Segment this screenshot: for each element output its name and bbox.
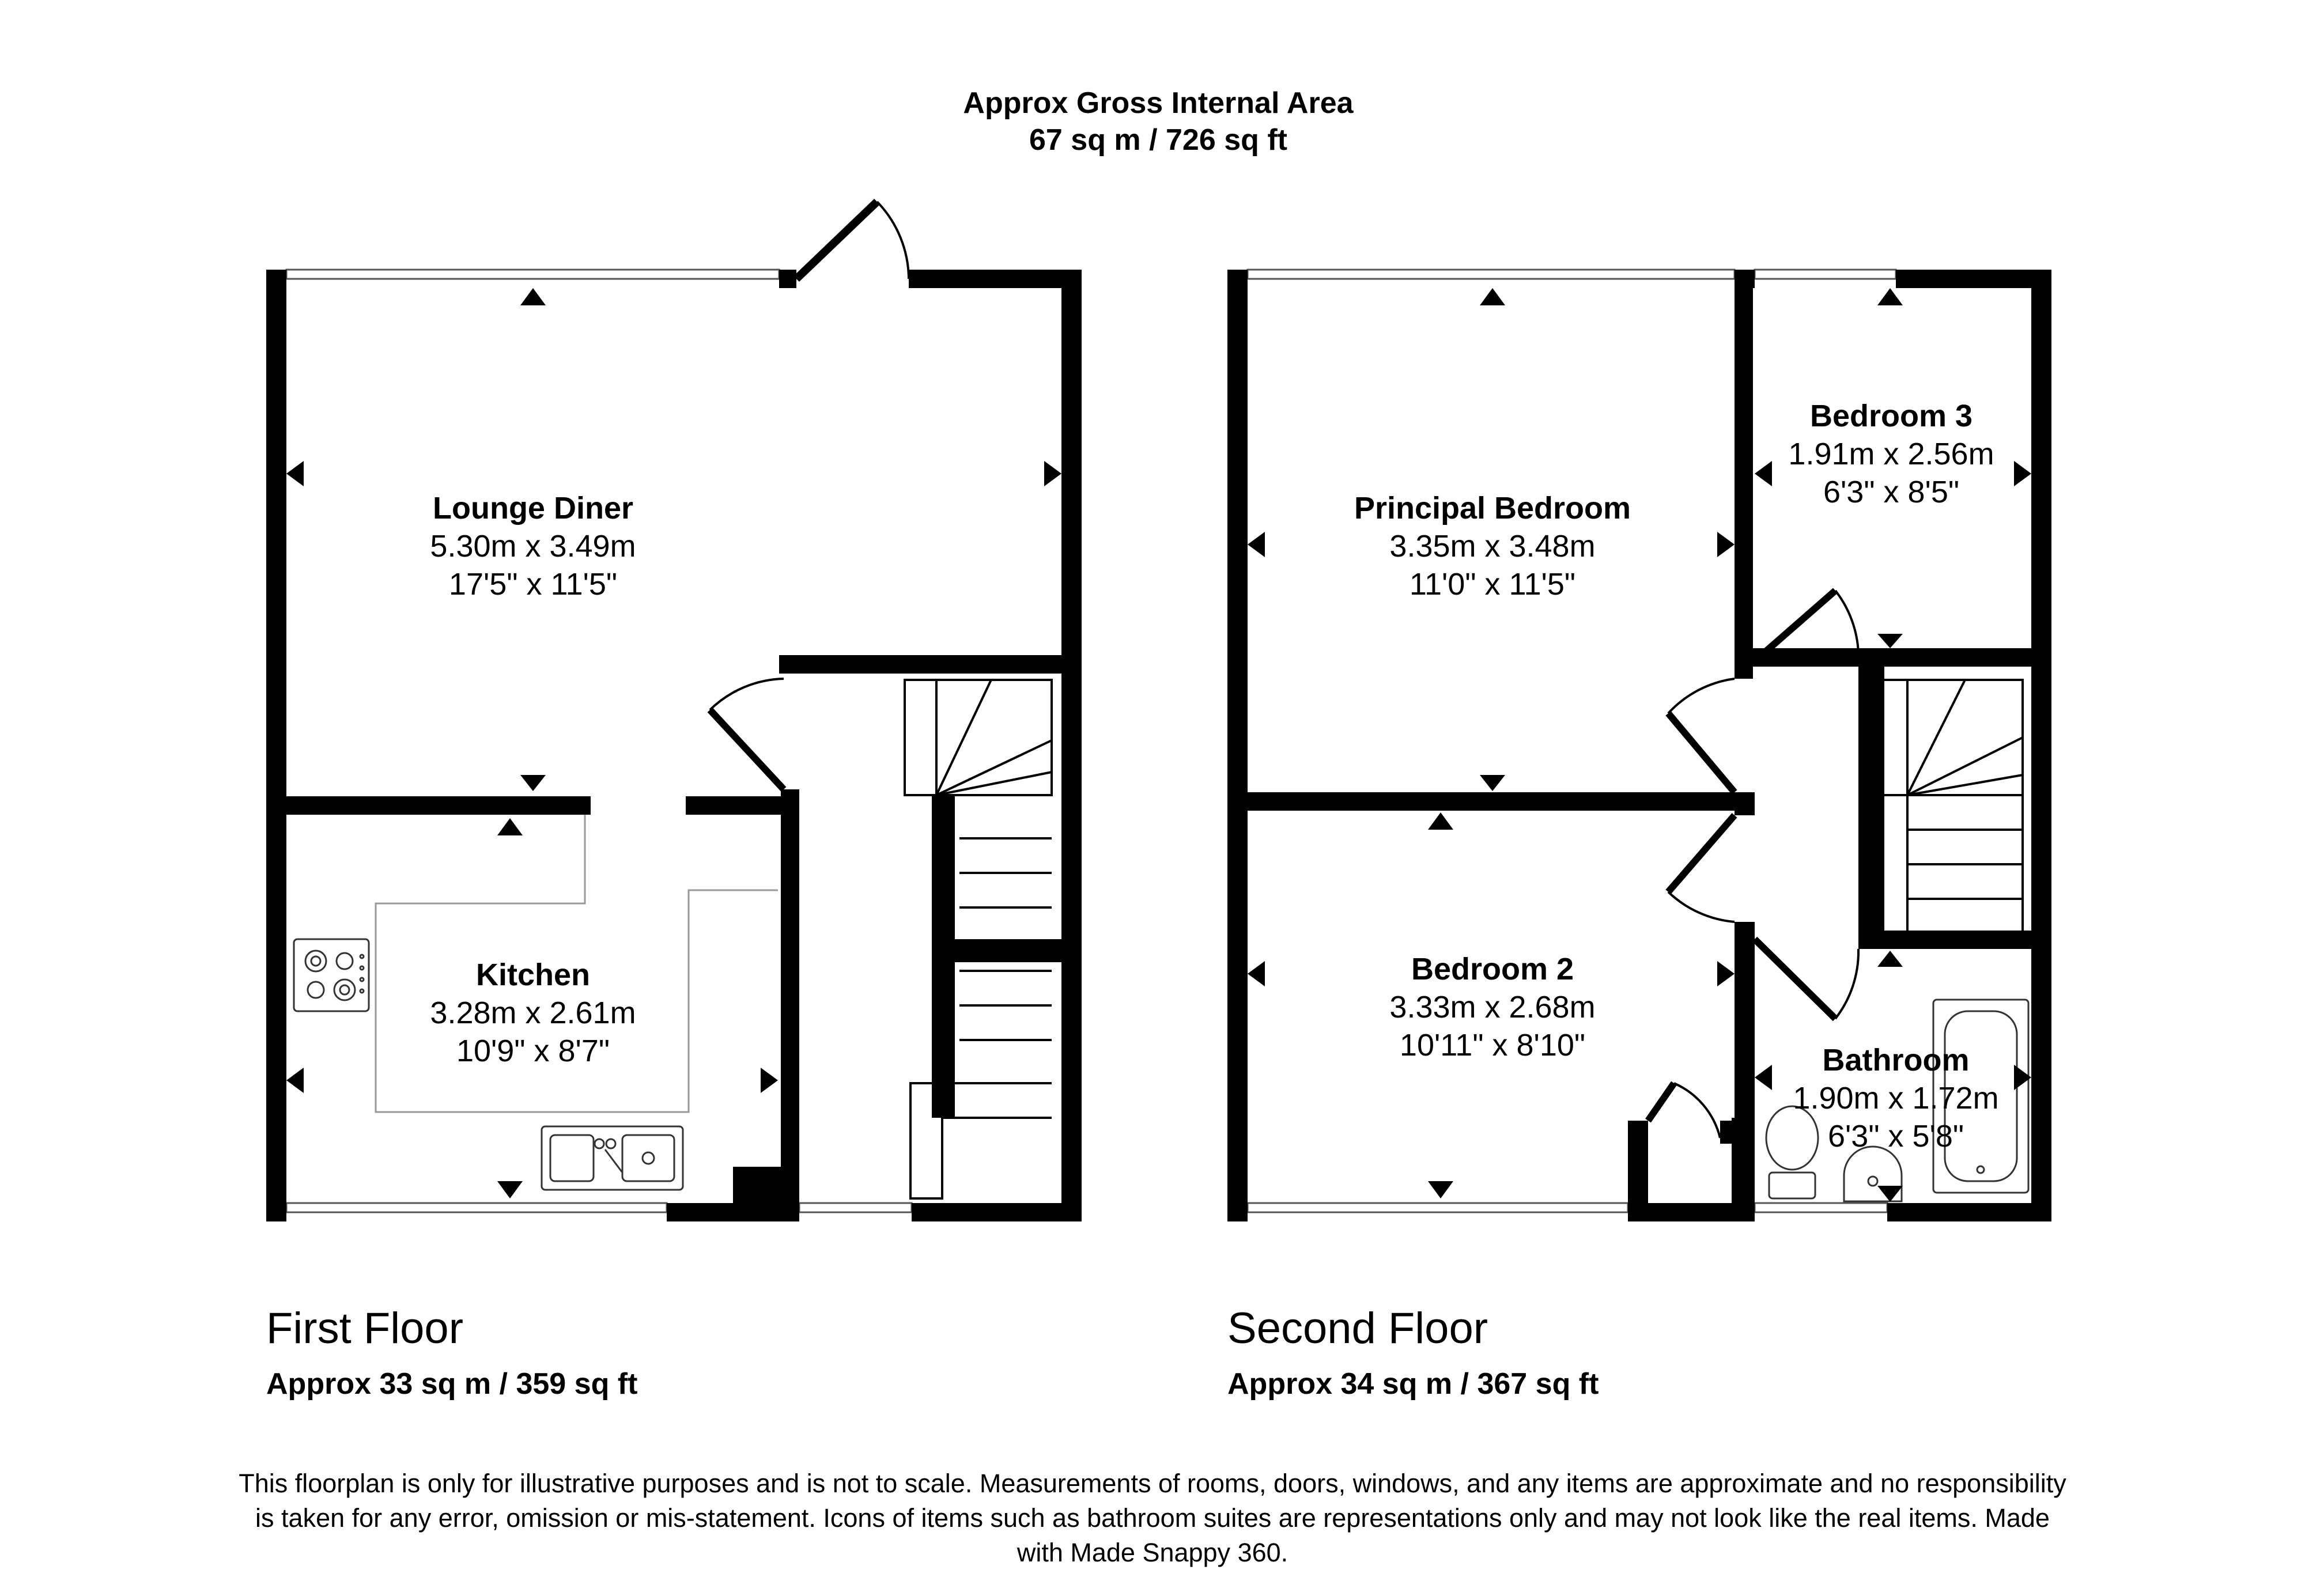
sink-icon — [541, 1125, 684, 1191]
room-name: Kitchen — [476, 958, 590, 992]
kitchen-window — [285, 1202, 913, 1213]
room-label-kitchen: Kitchen 3.28m x 2.61m 10'9" x 8'7" — [430, 958, 636, 1068]
room-name: Bedroom 2 — [1411, 952, 1574, 986]
room-label-bedroom-3: Bedroom 3 1.91m x 2.56m 6'3" x 8'5" — [1788, 399, 1994, 509]
room-metric: 1.90m x 1.72m — [1793, 1081, 1998, 1115]
room-label-lounge-diner: Lounge Diner 5.30m x 3.49m 17'5" x 11'5" — [430, 491, 636, 602]
disclaimer-text: This floorplan is only for illustrative … — [239, 1469, 2066, 1567]
hob-icon — [293, 938, 370, 1012]
room-imperial: 10'11" x 8'10" — [1400, 1028, 1585, 1062]
first-floor-plan — [266, 198, 1082, 1221]
room-imperial: 6'3" x 5'8" — [1828, 1119, 1964, 1153]
first-floor-name: First Floor — [266, 1304, 463, 1353]
first-floor-walls — [266, 270, 1082, 1221]
room-metric: 5.30m x 3.49m — [430, 529, 636, 563]
room-name: Principal Bedroom — [1354, 491, 1631, 525]
room-name: Bedroom 3 — [1810, 399, 1973, 433]
second-floor-doors — [1645, 588, 1860, 1139]
gross-area-title: Approx Gross Internal Area — [963, 86, 1354, 120]
first-floor-staircase — [904, 679, 1053, 1200]
room-imperial: 10'9" x 8'7" — [456, 1034, 610, 1068]
room-label-principal-bedroom: Principal Bedroom 3.35m x 3.48m 11'0" x … — [1354, 491, 1631, 602]
kitchen-counter — [375, 815, 778, 1113]
second-floor-area: Approx 34 sq m / 367 sq ft — [1227, 1367, 1599, 1401]
room-name: Lounge Diner — [433, 491, 633, 525]
room-metric: 1.91m x 2.56m — [1788, 437, 1994, 471]
room-imperial: 6'3" x 8'5" — [1823, 475, 1959, 509]
entrance-door — [793, 198, 910, 282]
second-floor-windows — [1246, 268, 1897, 1213]
room-label-bathroom: Bathroom 1.90m x 1.72m 6'3" x 5'8" — [1793, 1043, 1998, 1153]
room-name: Bathroom — [1823, 1043, 1970, 1077]
second-floor-staircase — [1875, 679, 2024, 935]
room-imperial: 11'0" x 11'5" — [1410, 567, 1575, 602]
room-imperial: 17'5" x 11'5" — [449, 567, 617, 602]
room-metric: 3.28m x 2.61m — [430, 996, 636, 1030]
basin-icon — [1843, 1145, 1903, 1202]
toilet-icon — [1765, 1105, 1819, 1200]
second-floor-name: Second Floor — [1227, 1304, 1488, 1353]
bathtub-icon — [1932, 999, 2030, 1194]
room-label-bedroom-2: Bedroom 2 3.33m x 2.68m 10'11" x 8'10" — [1389, 952, 1595, 1062]
room-metric: 3.33m x 2.68m — [1389, 990, 1595, 1024]
second-floor-dimension-arrows — [1248, 288, 2031, 1202]
second-floor-plan — [1227, 268, 2051, 1221]
room-metric: 3.35m x 3.48m — [1389, 529, 1595, 563]
hall-door — [707, 678, 787, 792]
gross-area-value: 67 sq m / 726 sq ft — [1029, 123, 1287, 157]
first-floor-area: Approx 33 sq m / 359 sq ft — [266, 1367, 638, 1401]
lounge-window — [285, 268, 780, 280]
first-floor-dimension-arrows — [286, 288, 1061, 1198]
